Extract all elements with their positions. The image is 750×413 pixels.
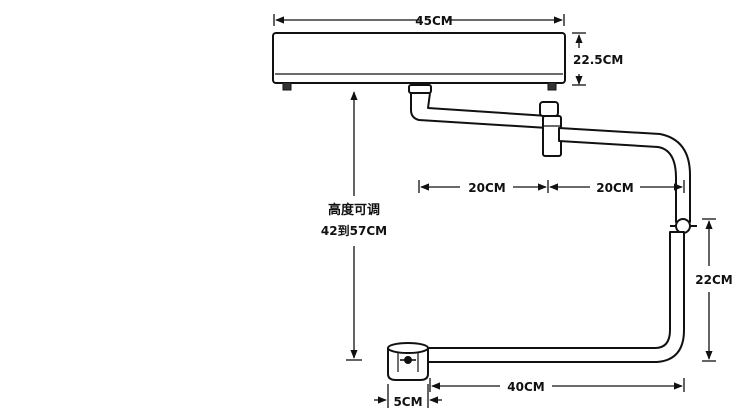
label-platform-depth: 22.5CM	[573, 53, 623, 67]
label-height-adjustable: 高度可调	[328, 202, 380, 218]
label-arm-segment-1: 20CM	[468, 181, 505, 195]
tray	[272, 32, 566, 91]
label-clamp-width: 5CM	[393, 395, 422, 409]
label-height-range: 42到57CM	[321, 223, 387, 238]
label-arm-segment-2: 20CM	[596, 181, 633, 195]
label-platform-width: 45CM	[415, 14, 452, 28]
label-vertical-post: 22CM	[695, 273, 732, 287]
clamp	[387, 342, 429, 381]
label-base-arm: 40CM	[507, 380, 544, 394]
dimension-lines	[273, 14, 716, 408]
support-arm	[408, 84, 697, 363]
